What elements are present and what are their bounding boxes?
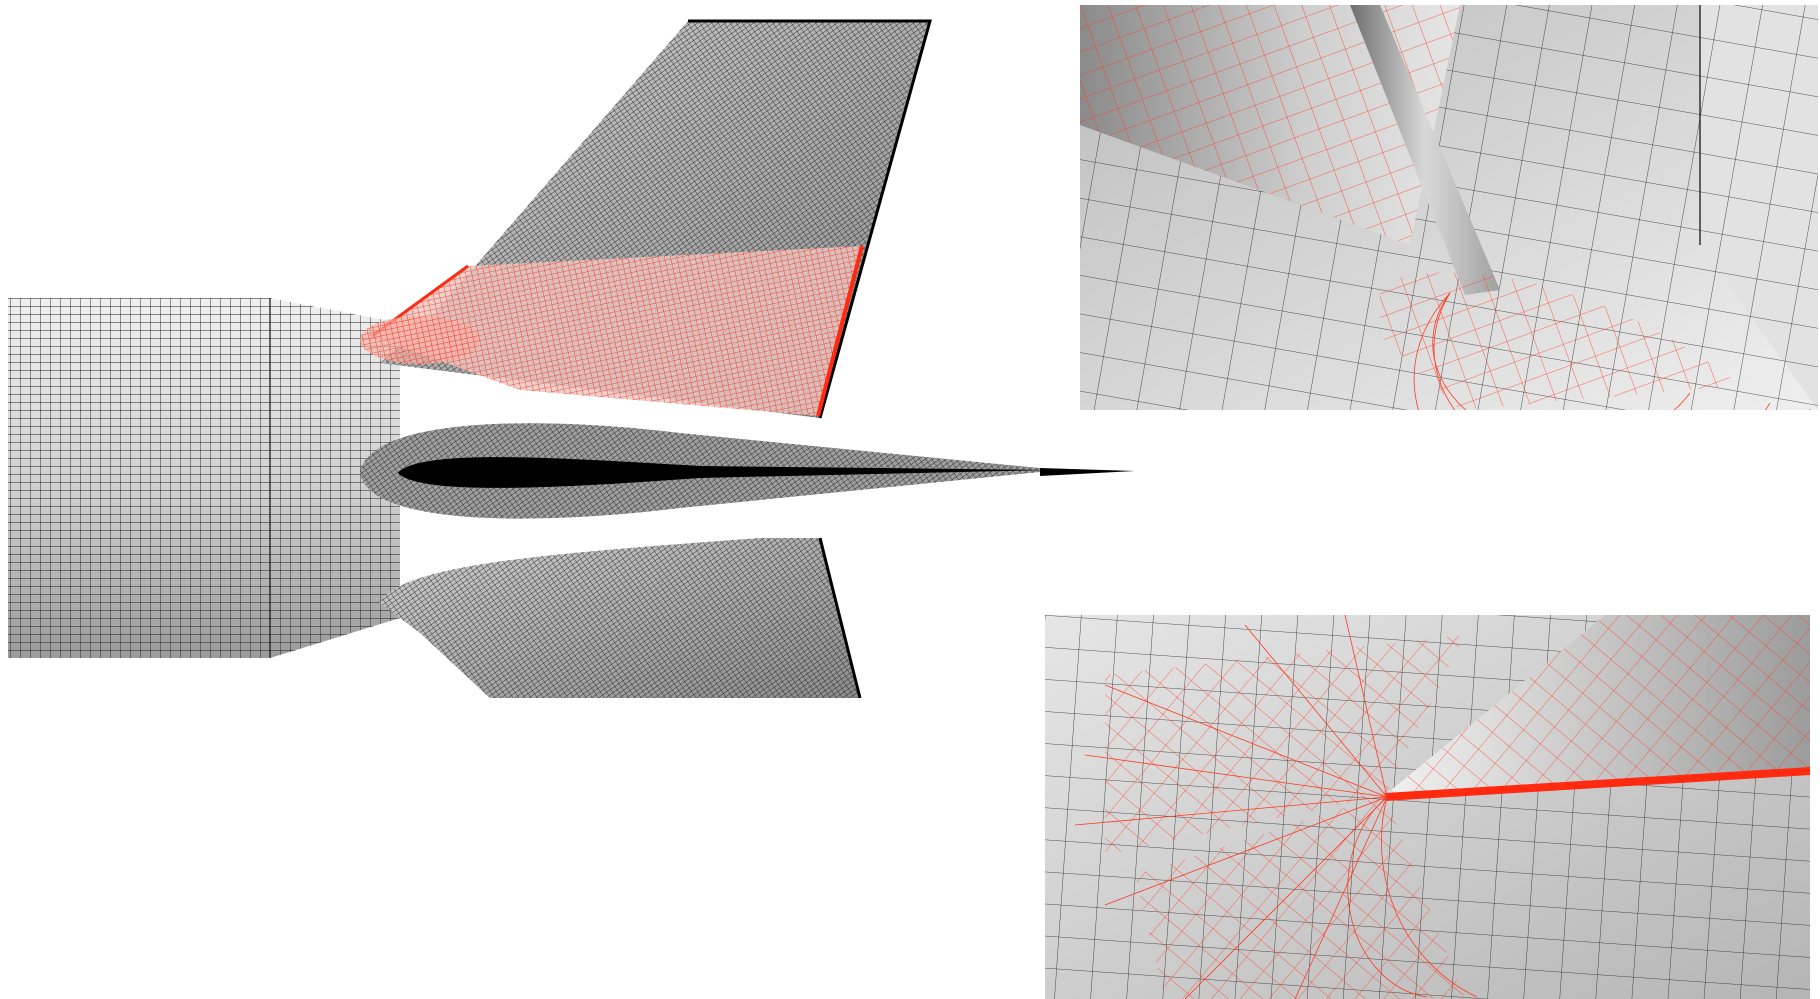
- overview-mesh-drawing: [8, 19, 1135, 698]
- side-fin-section: [360, 423, 1135, 519]
- fin-root-closeup-drawing: [1045, 615, 1810, 999]
- overview-mesh-panel: [0, 18, 1150, 698]
- lower-fin: [380, 537, 862, 698]
- leading-edge-closeup-panel: [1080, 5, 1818, 410]
- fin-root-closeup-panel: [1045, 615, 1810, 999]
- upper-fin-root-highlight: [360, 245, 864, 417]
- leading-edge-closeup-drawing: [1080, 5, 1818, 410]
- body-cylinder: [8, 298, 400, 658]
